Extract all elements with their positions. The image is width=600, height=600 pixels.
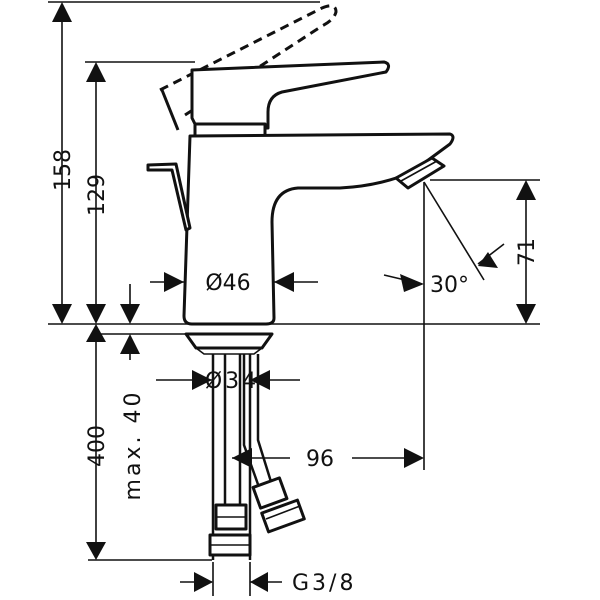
label-158: 158 — [51, 149, 76, 191]
faucet-outline — [146, 4, 455, 560]
dimension-30deg: 30° — [383, 243, 505, 298]
extension-lines — [48, 1, 540, 596]
lever-raised-dashed — [159, 4, 338, 117]
label-max40: max. 40 — [121, 390, 146, 501]
hose-left — [208, 354, 252, 557]
label-129: 129 — [85, 174, 110, 216]
label-400: 400 — [85, 425, 110, 467]
dimension-129: 129 — [85, 62, 110, 324]
base-flange — [184, 332, 274, 350]
popup-rod — [146, 162, 192, 232]
dimension-96: 96 — [232, 447, 424, 472]
dimension-g38: G3/8 — [180, 571, 356, 596]
label-30deg: 30° — [430, 273, 469, 298]
label-g38: G3/8 — [292, 571, 356, 596]
dimension-d46: Ø46 — [150, 271, 318, 296]
dimension-max40: max. 40 — [120, 284, 146, 500]
dimension-d34: Ø34 — [156, 369, 300, 394]
dimension-158: 158 — [51, 2, 76, 324]
label-d34: Ø34 — [205, 369, 259, 394]
dimension-71: 71 — [515, 180, 540, 324]
label-d46: Ø46 — [205, 271, 250, 296]
lever-link — [160, 89, 180, 131]
label-71: 71 — [515, 238, 540, 266]
aerator — [394, 156, 446, 190]
dimension-400: 400 — [85, 324, 110, 560]
label-96: 96 — [306, 447, 334, 472]
lever — [190, 60, 391, 132]
